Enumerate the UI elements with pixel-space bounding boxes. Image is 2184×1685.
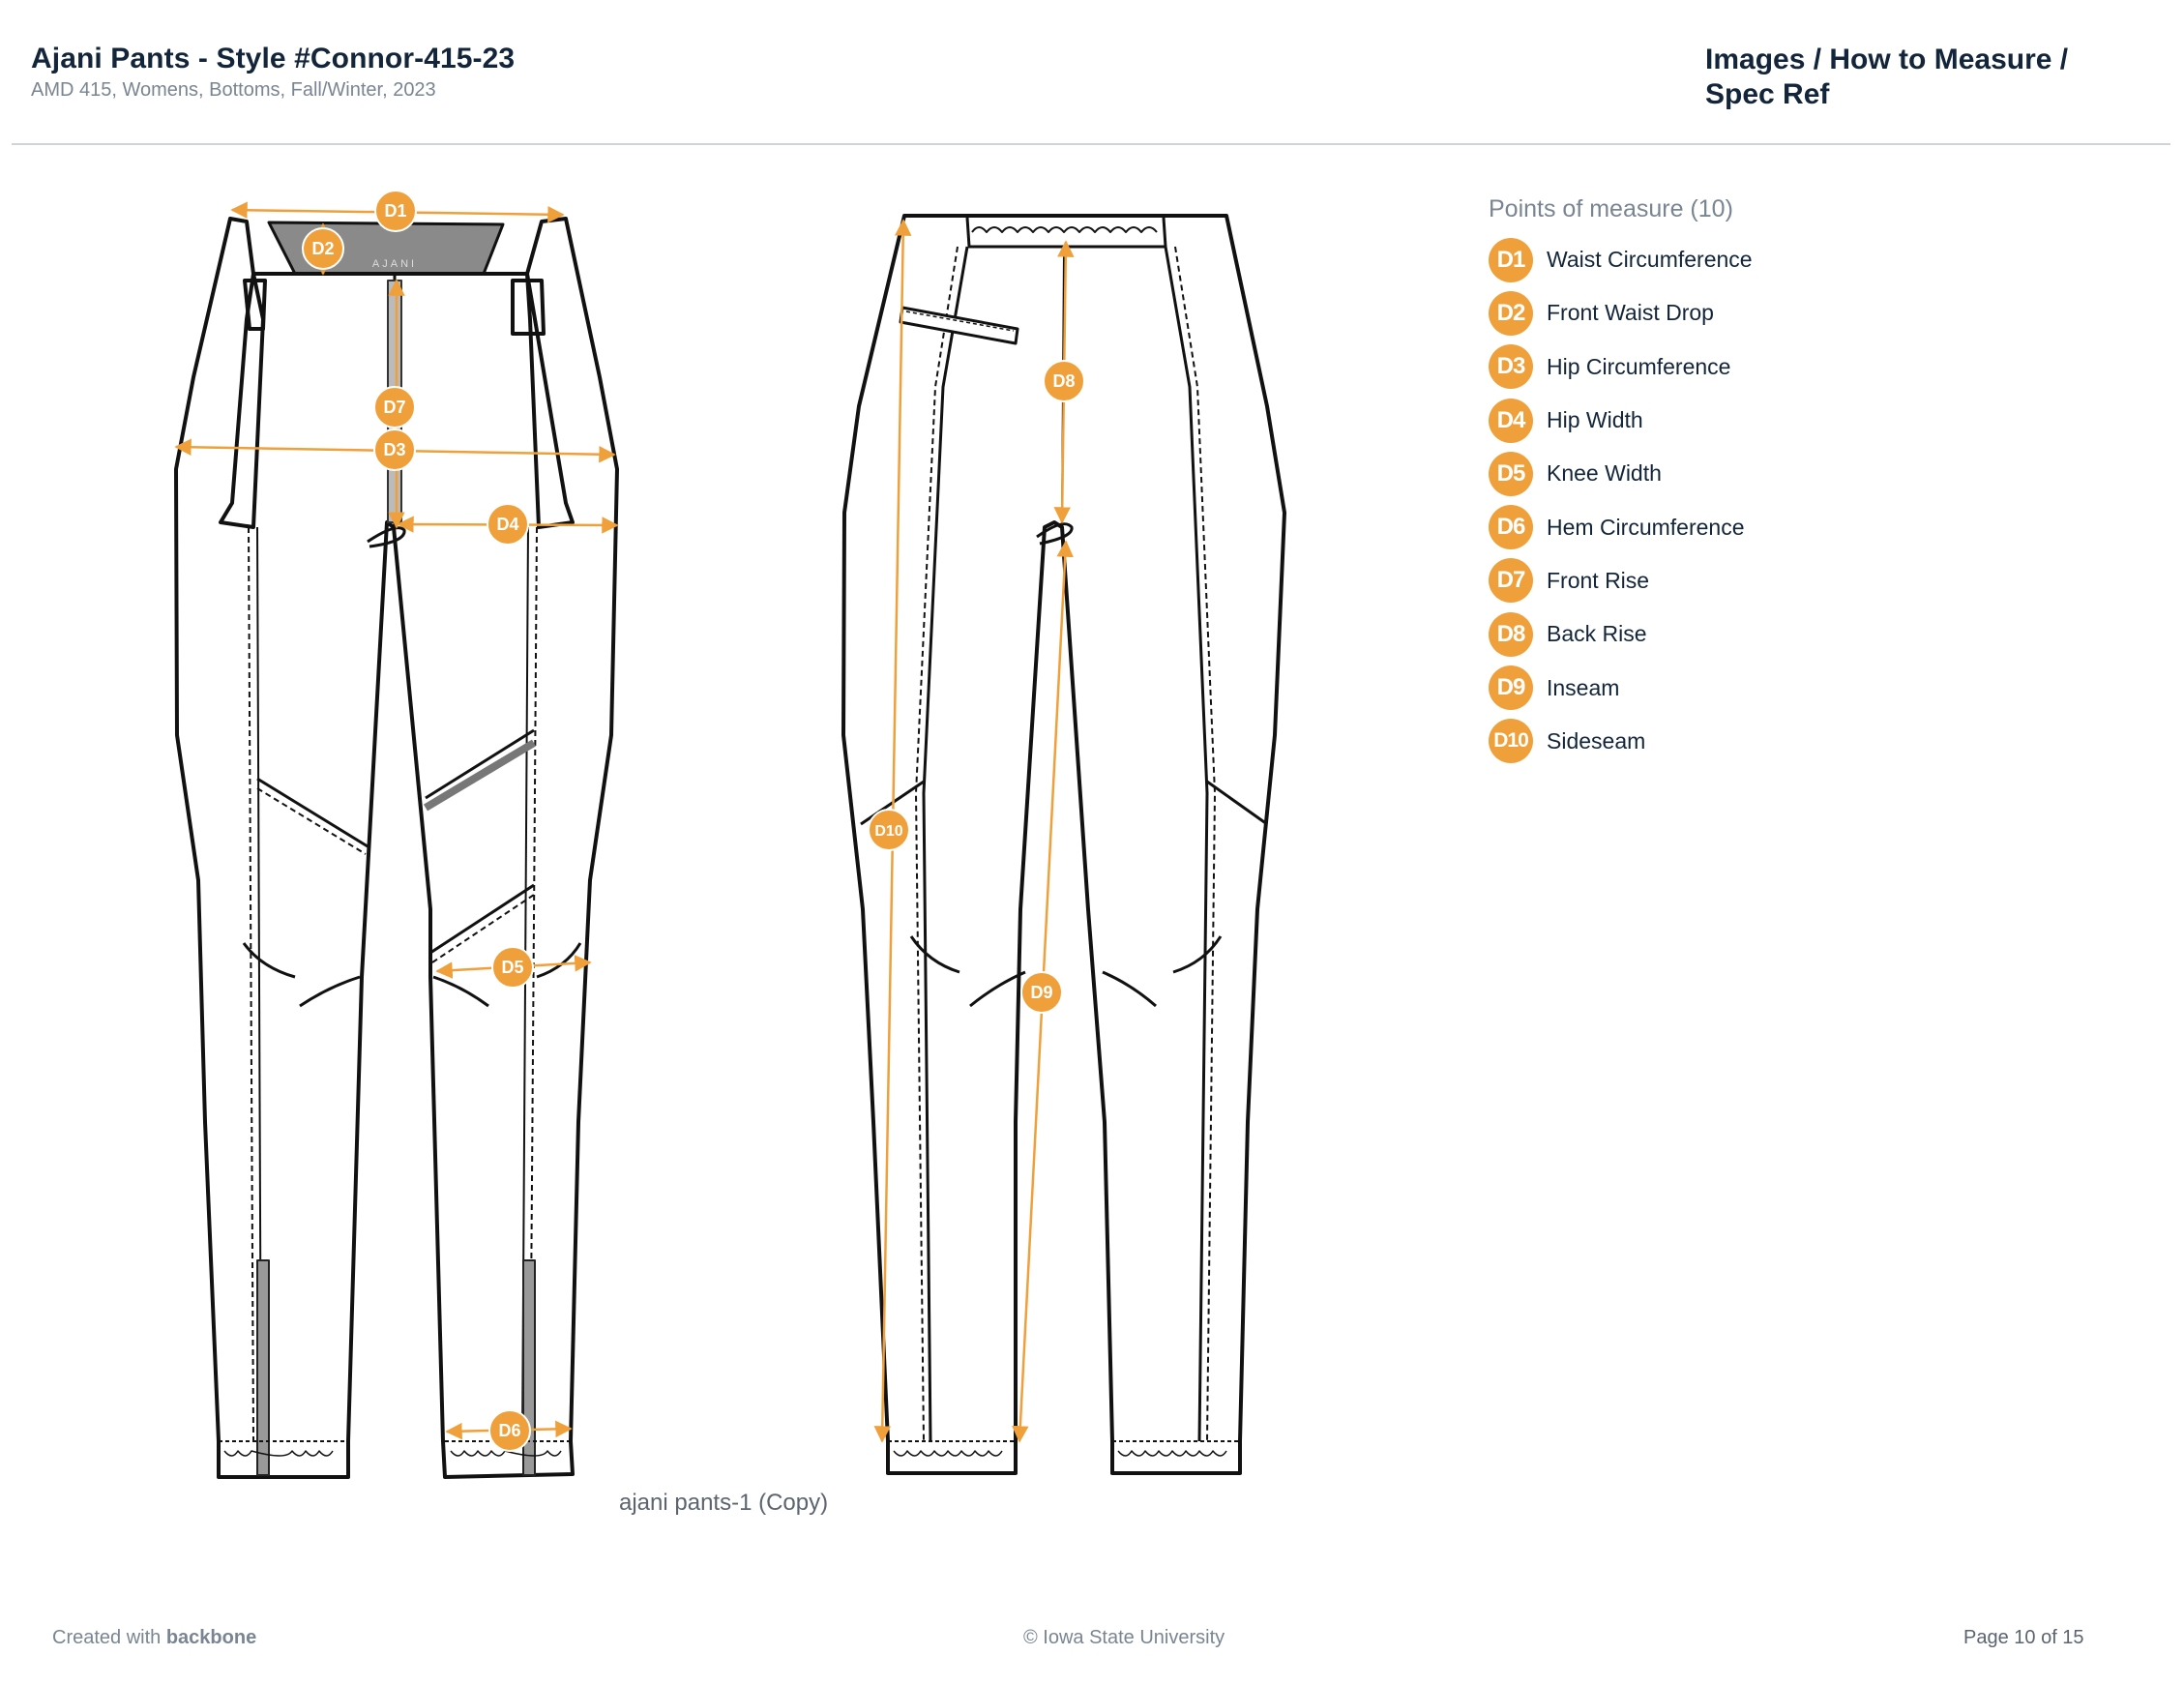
pom-label: Waist Circumference xyxy=(1547,247,1753,273)
pom-label: Hem Circumference xyxy=(1547,514,1745,540)
badge-d9-text: D9 xyxy=(1030,983,1052,1002)
pom-badge: D5 xyxy=(1489,451,1533,496)
footer-copyright: © Iowa State University xyxy=(1023,1627,1225,1648)
pom-label: Back Rise xyxy=(1547,621,1647,647)
badge-d6 xyxy=(488,1409,531,1452)
pom-label: Front Rise xyxy=(1547,567,1650,593)
badge-d10 xyxy=(868,809,910,851)
pom-item: D7 Front Rise xyxy=(1489,554,1753,607)
style-number: Style #Connor-415-23 xyxy=(216,43,516,74)
style-separator: - xyxy=(190,43,217,74)
badge-d10-text: D10 xyxy=(874,823,902,840)
pom-badge: D4 xyxy=(1489,398,1533,443)
style-name: Ajani Pants xyxy=(31,43,191,74)
pom-item: D6 Hem Circumference xyxy=(1489,500,1753,553)
back-view xyxy=(841,214,1286,1475)
pom-item: D4 Hip Width xyxy=(1489,394,1753,447)
badge-d3-text: D3 xyxy=(383,440,405,459)
section-title: Images / How to Measure / Spec Ref xyxy=(1705,44,2069,110)
pom-badge: D1 xyxy=(1489,237,1533,282)
footer-brand: backbone xyxy=(165,1627,257,1648)
style-title: Ajani Pants - Style #Connor-415-23 xyxy=(31,43,515,75)
pom-badge: D2 xyxy=(1489,290,1533,336)
pom-item: D8 Back Rise xyxy=(1489,607,1753,661)
points-of-measure-panel: Points of measure (10) D1 Waist Circumfe… xyxy=(1489,195,1753,768)
badge-d5 xyxy=(491,946,534,989)
pom-label: Inseam xyxy=(1547,674,1620,700)
pom-item: D10 Sideseam xyxy=(1489,715,1753,768)
badge-d1 xyxy=(374,190,417,232)
sketch-badges xyxy=(302,190,1085,1452)
badge-d8-text: D8 xyxy=(1052,371,1075,391)
pom-heading: Points of measure (10) xyxy=(1489,195,1733,222)
pom-item: D2 Front Waist Drop xyxy=(1489,286,1753,340)
pom-badge: D8 xyxy=(1489,611,1533,657)
header-divider xyxy=(12,143,2170,145)
badge-d9 xyxy=(1020,971,1063,1014)
brand-label: AJANI xyxy=(372,258,417,270)
footer-created-prefix: Created with xyxy=(52,1627,162,1648)
badge-d3 xyxy=(373,429,416,471)
pom-item: D1 Waist Circumference xyxy=(1489,233,1753,286)
pom-item: D9 Inseam xyxy=(1489,661,1753,714)
badge-d7-text: D7 xyxy=(383,398,405,417)
badge-d6-text: D6 xyxy=(498,1421,520,1440)
pom-label: Hip Circumference xyxy=(1547,353,1731,379)
pom-badge: D7 xyxy=(1489,558,1533,604)
footer-page-number: Page 10 of 15 xyxy=(1963,1627,2084,1648)
pom-badge: D9 xyxy=(1489,665,1533,711)
pom-item: D3 Hip Circumference xyxy=(1489,340,1753,394)
pom-item: D5 Knee Width xyxy=(1489,447,1753,500)
pom-label: Hip Width xyxy=(1547,407,1643,433)
header-title-block: Ajani Pants - Style #Connor-415-23 AMD 4… xyxy=(31,43,515,102)
pom-badge: D6 xyxy=(1489,505,1533,550)
footer-created-with: Created with backbone xyxy=(52,1627,256,1649)
pom-badge: D3 xyxy=(1489,344,1533,390)
pom-label: Knee Width xyxy=(1547,460,1662,487)
pom-label: Sideseam xyxy=(1547,727,1646,754)
badge-d8 xyxy=(1043,360,1085,402)
badge-d7 xyxy=(373,386,416,429)
badge-d5-text: D5 xyxy=(501,958,523,977)
badge-d4-text: D4 xyxy=(496,515,518,534)
badge-d2-text: D2 xyxy=(311,239,334,258)
pom-badge: D10 xyxy=(1489,719,1533,764)
style-subtitle: AMD 415, Womens, Bottoms, Fall/Winter, 2… xyxy=(31,79,436,101)
pom-label: Front Waist Drop xyxy=(1547,300,1714,326)
image-caption: ajani pants-1 (Copy) xyxy=(619,1490,829,1516)
badge-d2 xyxy=(302,227,344,270)
badge-d1-text: D1 xyxy=(384,201,406,221)
badge-d4 xyxy=(487,503,529,546)
